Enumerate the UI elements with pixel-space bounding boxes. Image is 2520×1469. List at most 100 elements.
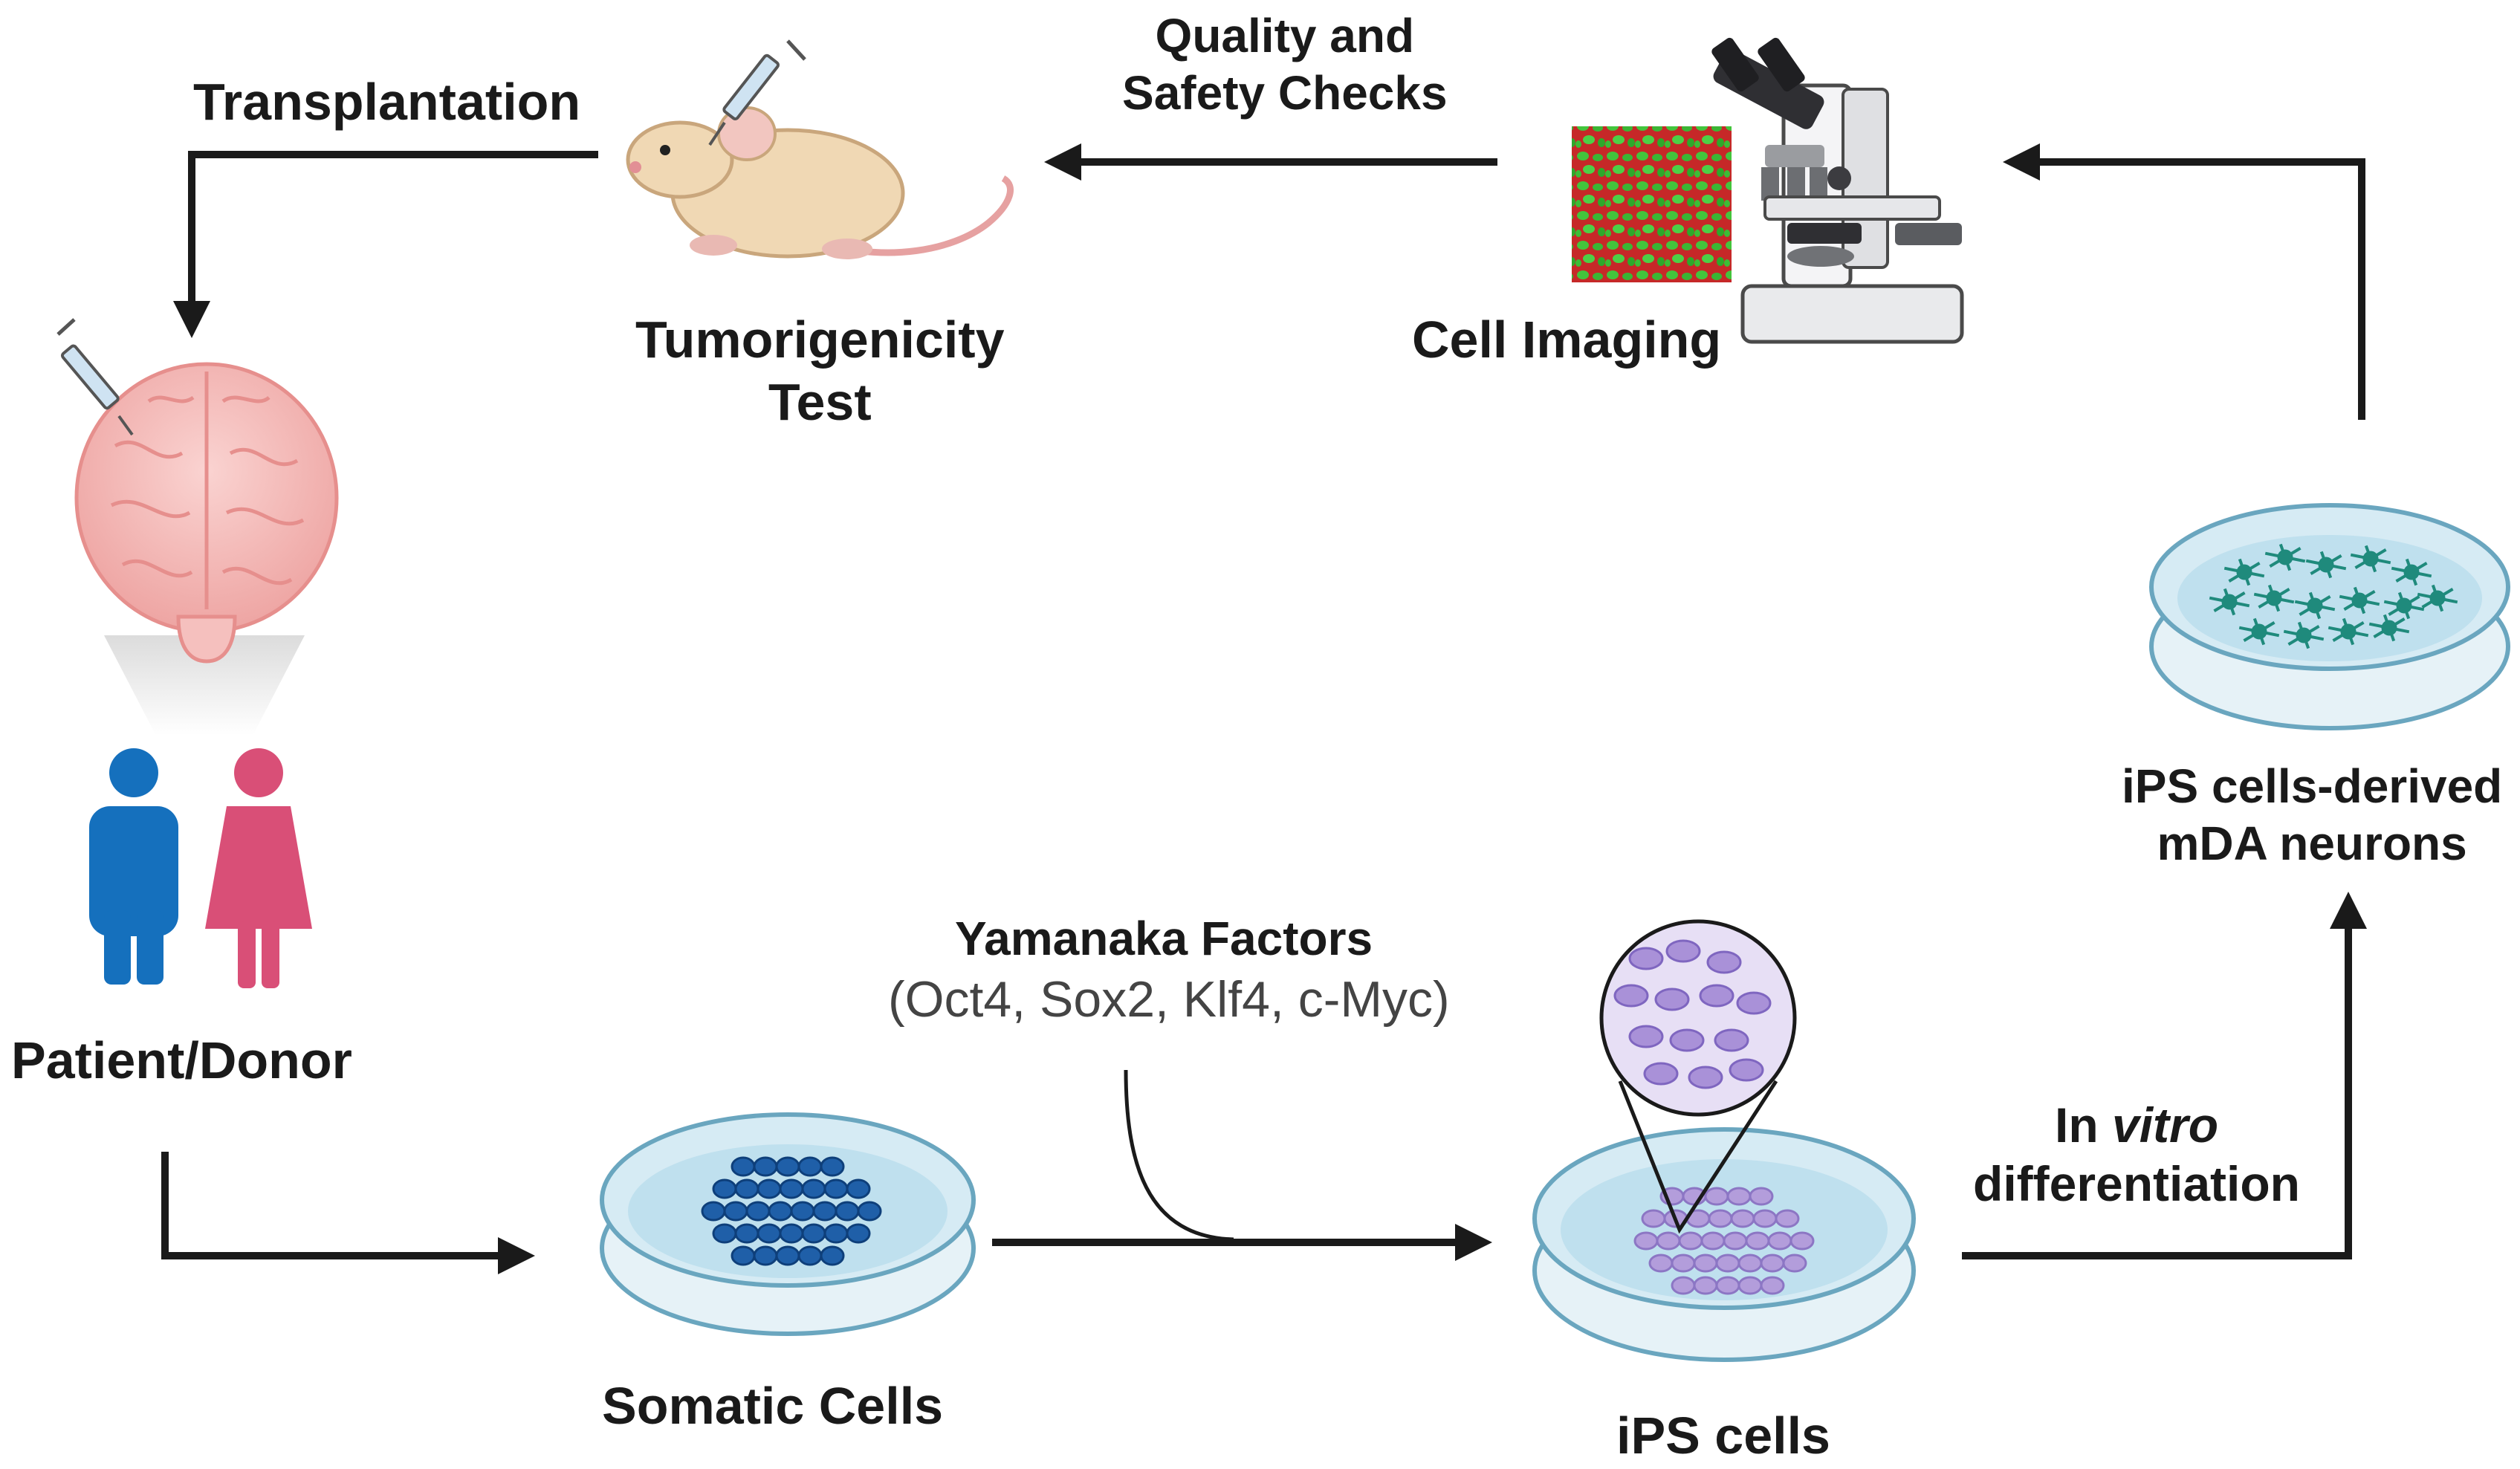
neuron [2305,551,2347,579]
arrows [161,143,2367,1274]
quality-line2: Safety Checks [1122,65,1448,120]
ips-cell [1656,1231,1681,1251]
somatic-cell [801,1223,826,1244]
microscope-icon [1711,37,1964,344]
neuron [2209,588,2250,616]
ips-cell [1760,1276,1785,1295]
somatic-cell [846,1223,871,1244]
ips-cells [1633,1187,1815,1295]
label-in: In [2054,1097,2099,1152]
ips-cell-zoom [1669,1028,1705,1052]
somatic-cell [820,1156,845,1177]
ips-cell [1678,1231,1703,1251]
label-somatic-cells: Somatic Cells [602,1377,944,1435]
somatic-cell [768,1201,793,1222]
ips-cell [1671,1254,1696,1273]
somatic-cell [779,1178,804,1199]
somatic-cell [712,1178,737,1199]
neurons-line2: mDA neurons [2157,816,2467,870]
ips-cell [1648,1254,1674,1273]
somatic-cell [757,1223,782,1244]
neurons-line1: iPS cells-derived [2122,759,2503,813]
somatic-cell [723,1201,748,1222]
male-person-icon [89,748,178,985]
ips-cell [1641,1209,1666,1228]
ips-cell [1749,1187,1774,1206]
ips-cell-zoom [1628,1025,1664,1048]
arrow-to-imaging [2003,143,2365,420]
ips-cell-zoom [1688,1066,1723,1089]
ips-cell [1671,1276,1696,1295]
ips-cell-zoom [1729,1058,1764,1082]
ips-cell [1730,1209,1755,1228]
somatic-cell [753,1245,778,1266]
somatic-cell [801,1178,826,1199]
label-yamanaka-factors: Yamanaka Factors [955,912,1373,965]
brain-icon [56,318,339,736]
ips-cell [1767,1231,1792,1251]
ips-cell [1737,1254,1763,1273]
ips-cell [1745,1231,1770,1251]
syringe-icon [708,39,806,146]
somatic-cell [731,1156,756,1177]
arrow-in-vitro-differentiation [1962,892,2367,1259]
somatic-cell [823,1178,849,1199]
somatic-cell [790,1201,815,1222]
ips-cell-zoom [1613,984,1649,1008]
label-yamanaka-factor-list: (Oct4, Sox2, Klf4, c-Myc) [888,971,1450,1028]
neuron [2368,614,2410,642]
ips-cell [1693,1276,1718,1295]
ips-cell [1789,1231,1815,1251]
label-transplantation: Transplantation [193,73,581,131]
label-ips-cells: iPS cells [1616,1407,1830,1465]
ips-cell-zoom [1706,950,1742,974]
ips-cell [1737,1276,1763,1295]
label-tumorigenicity-test: Tumorigenicity Test [635,308,1005,433]
label-patient-donor: Patient/Donor [11,1031,352,1089]
ips-cell-zoom [1736,991,1772,1015]
ips-cell [1760,1254,1785,1273]
somatic-cell [812,1201,838,1222]
somatic-cell [734,1178,759,1199]
somatic-cell [701,1201,726,1222]
somatic-cell [857,1201,882,1222]
ips-cell [1700,1231,1726,1251]
ips-cell [1633,1231,1659,1251]
somatic-cell [835,1201,860,1222]
ips-cell [1723,1231,1748,1251]
ips-cell [1752,1209,1778,1228]
in-vitro-line: In vitro [1973,1096,2300,1155]
neuron [2264,543,2306,571]
female-person-icon [205,748,312,988]
neuron [2283,621,2325,649]
fluorescence-image-icon [1572,126,1732,282]
somatic-cell [846,1178,871,1199]
label-differentiation: differentiation [1973,1156,2300,1212]
syringe-icon [56,318,134,436]
neuron [2294,591,2336,620]
neuron [2253,584,2295,612]
label-cell-imaging: Cell Imaging [1412,311,1722,369]
neuron [2328,617,2369,646]
somatic-cell [712,1223,737,1244]
somatic-cell [820,1245,845,1266]
ips-cell-zoom [1628,947,1664,970]
yamanaka-curve [1124,1069,1234,1242]
somatic-cell [775,1245,800,1266]
ips-cell [1715,1254,1740,1273]
ips-cell [1782,1254,1807,1273]
somatic-cell [757,1178,782,1199]
tumor-line2: Test [768,373,872,431]
label-in-vitro-differentiation: In vitro differentiation [1973,1096,2300,1213]
somatic-cell [823,1223,849,1244]
quality-line1: Quality and [1155,9,1415,62]
tumor-line1: Tumorigenicity [635,311,1005,369]
neuron [2391,558,2432,586]
petri-dish-icon [2149,503,2510,730]
somatic-cell [779,1223,804,1244]
ips-cell [1715,1276,1740,1295]
somatic-cell [731,1245,756,1266]
ips-cell [1704,1187,1729,1206]
